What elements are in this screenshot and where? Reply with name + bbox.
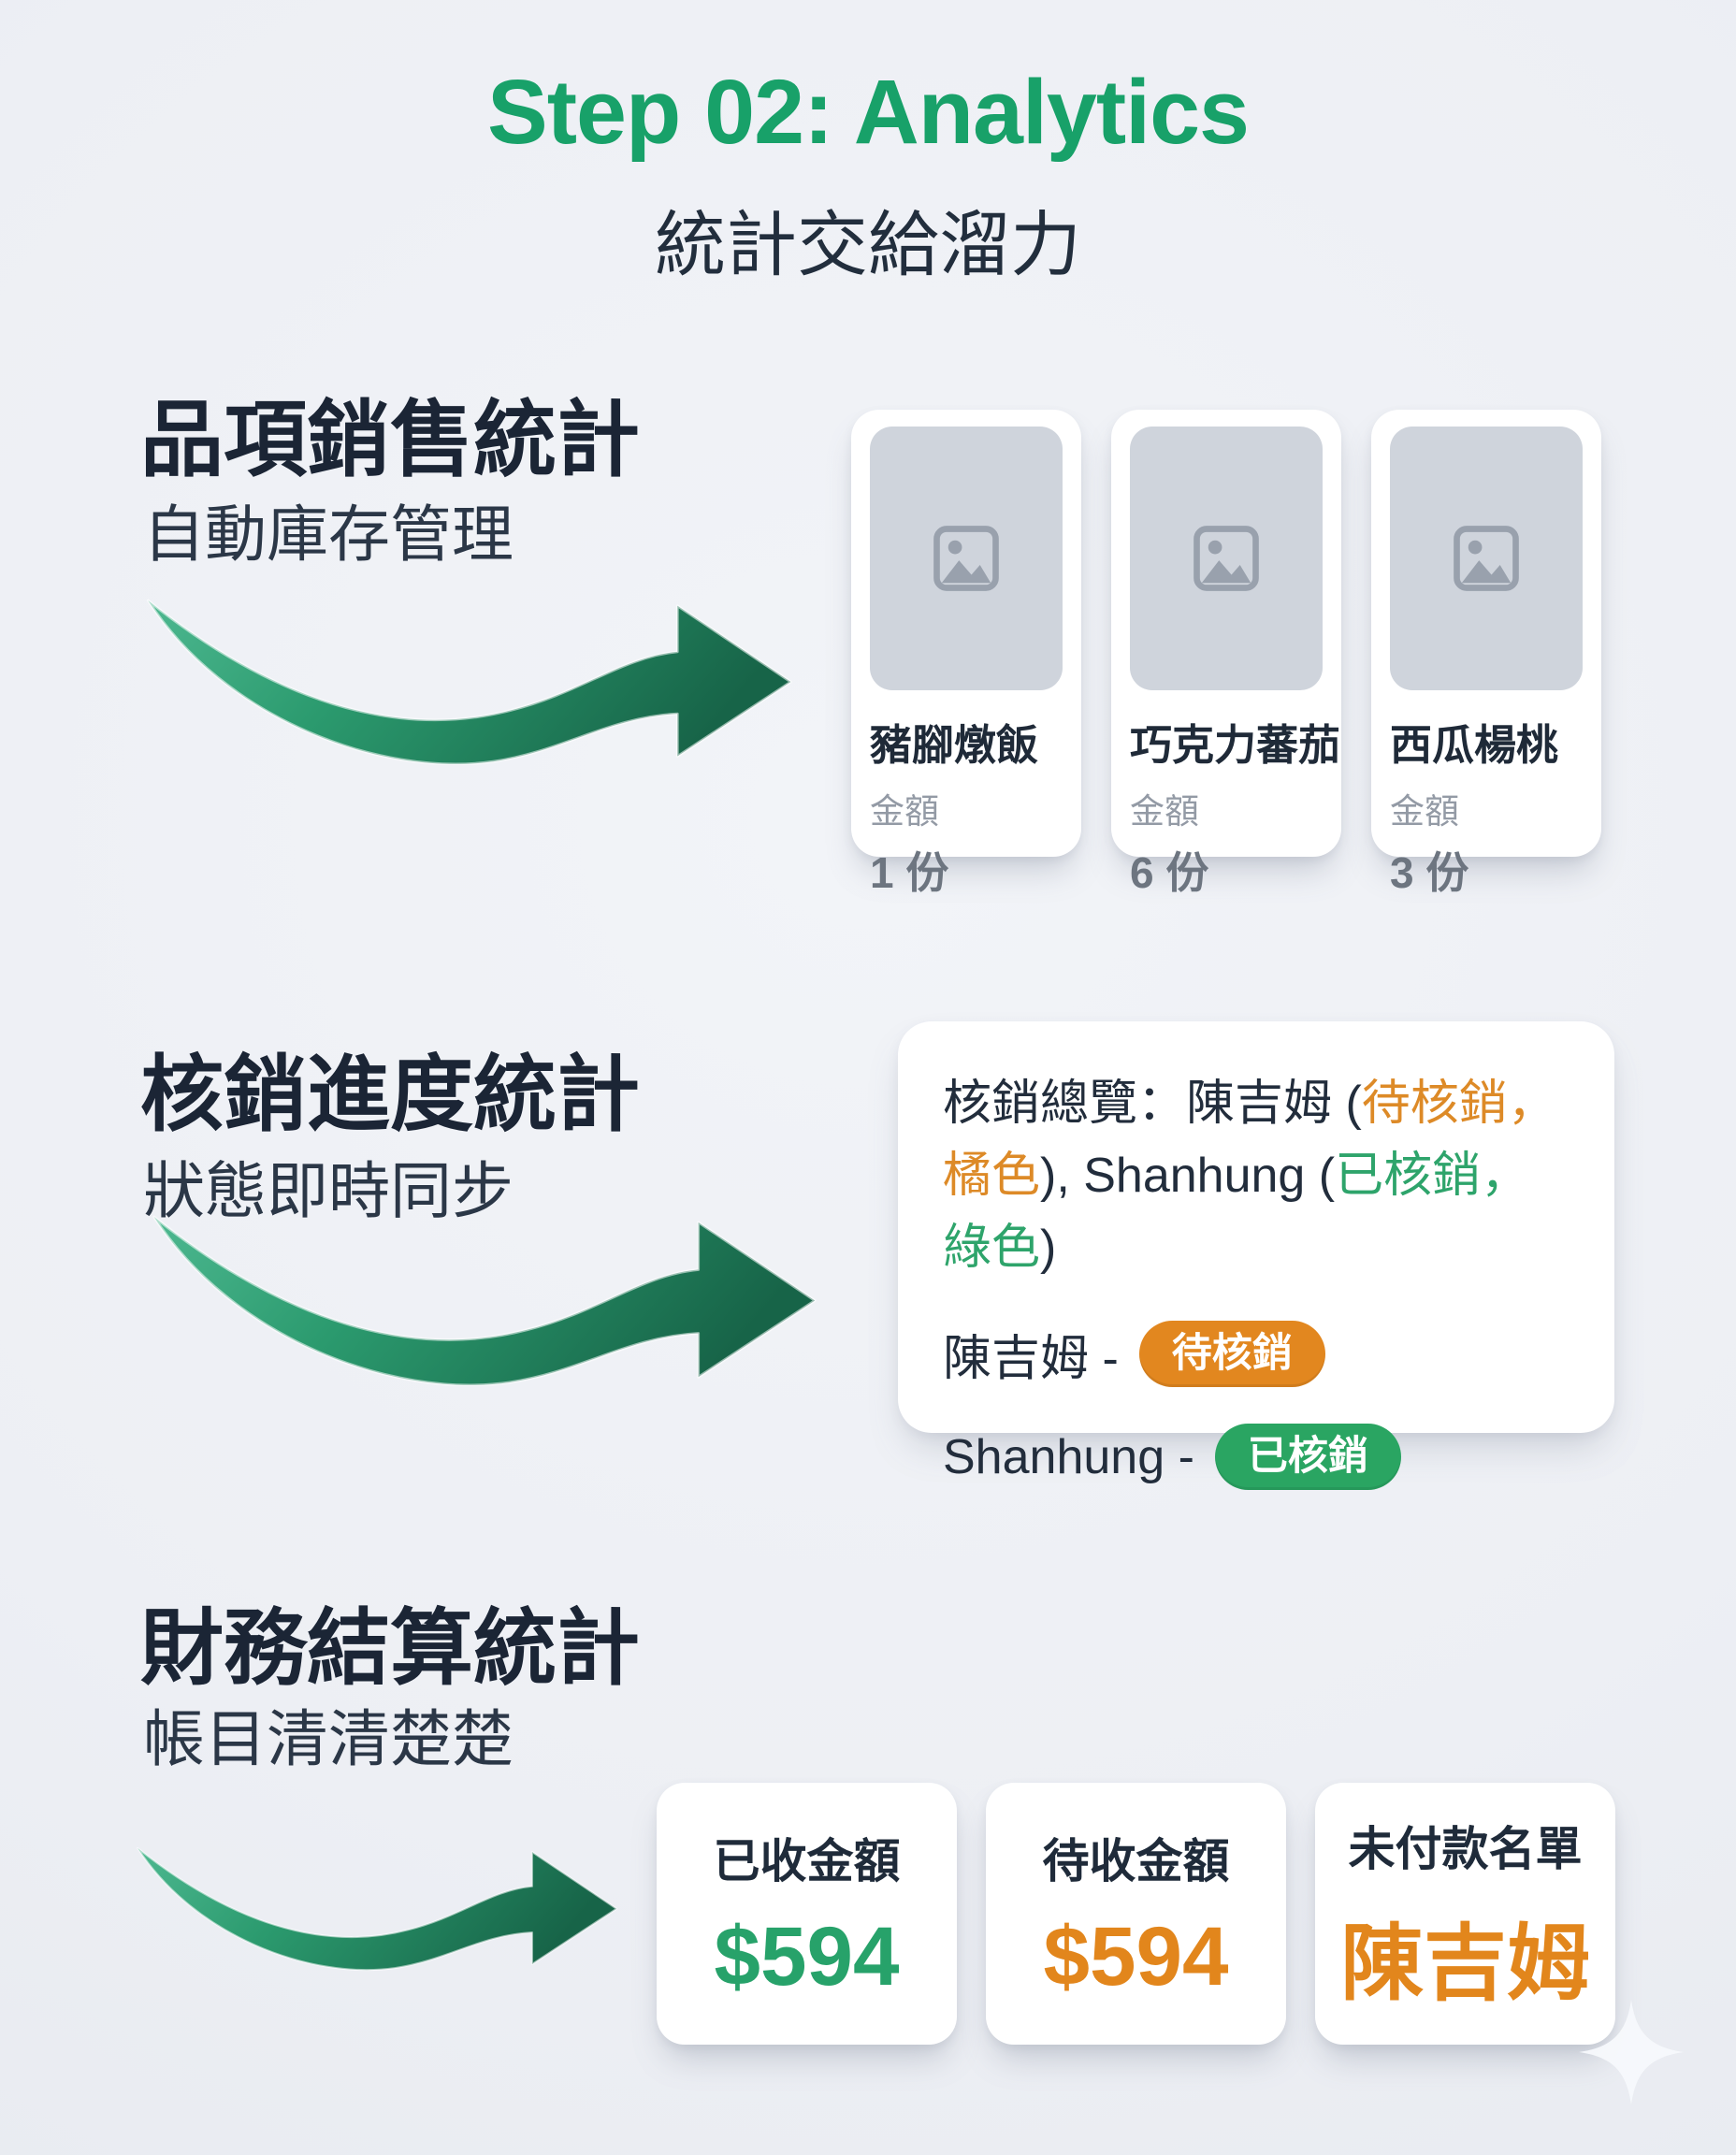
sales-section-subheading: 自動庫存管理 <box>143 499 514 569</box>
stat-card-received: 已收金額 $594 <box>657 1783 957 2045</box>
arrow-icon <box>136 1846 618 1972</box>
verification-overview-text: 核銷總覽：陳吉姆 (待核銷，橘色), Shanhung (已核銷，綠色) <box>943 1068 1570 1284</box>
product-card: 西瓜楊桃 金額 3 份 <box>1371 410 1601 897</box>
stat-label: 未付款名單 <box>1348 1822 1583 1875</box>
product-thumbnail <box>870 427 1063 690</box>
product-thumbnail <box>1390 427 1583 690</box>
verification-row: 陳吉姆 - 待核銷 <box>943 1319 1570 1389</box>
stat-value: 陳吉姆 <box>1340 1916 1590 2010</box>
product-card: 豬腳燉飯 金額 1 份 <box>851 410 1081 897</box>
image-placeholder-icon <box>927 519 1005 598</box>
product-card-row: 豬腳燉飯 金額 1 份 巧克力蕃茄 金額 6 份 西瓜楊桃 金額 3 份 <box>851 410 1601 897</box>
finance-section-subheading: 帳目清清楚楚 <box>143 1704 514 1773</box>
verification-panel: 核銷總覽：陳吉姆 (待核銷，橘色), Shanhung (已核銷，綠色) 陳吉姆… <box>898 1021 1614 1491</box>
product-quantity: 1 份 <box>870 848 949 897</box>
stat-card-unpaid-list: 未付款名單 陳吉姆 <box>1315 1783 1615 2045</box>
product-quantity: 6 份 <box>1130 848 1209 897</box>
stat-label: 已收金額 <box>713 1834 901 1887</box>
sparkle-icon <box>1579 2000 1684 2104</box>
product-name: 西瓜楊桃 <box>1390 721 1559 769</box>
member-name: Shanhung - <box>943 1429 1194 1484</box>
product-field-label: 金額 <box>1130 792 1199 831</box>
overview-segment-pending: 待核銷，橘色 <box>943 1077 1556 1203</box>
stat-value: $594 <box>1043 1908 1229 2003</box>
product-field-label: 金額 <box>1390 792 1459 831</box>
image-placeholder-icon <box>1187 519 1266 598</box>
verification-section-heading: 核銷進度統計 <box>140 1048 640 1141</box>
sales-section-heading: 品項銷售統計 <box>140 393 640 486</box>
page-title: Step 02: Analytics <box>487 61 1250 163</box>
arrow-icon <box>146 599 792 765</box>
overview-segment: ) <box>1040 1220 1057 1275</box>
product-field-label: 金額 <box>870 792 939 831</box>
verification-section-subheading: 狀態即時同步 <box>143 1156 514 1225</box>
stat-label: 待收金額 <box>1042 1834 1230 1887</box>
arrow-icon <box>152 1215 817 1386</box>
status-badge-pending: 待核銷 <box>1138 1320 1325 1388</box>
image-placeholder-icon <box>1447 519 1526 598</box>
stat-value: $594 <box>714 1908 900 2003</box>
finance-section-heading: 財務結算統計 <box>140 1601 640 1695</box>
member-name: 陳吉姆 - <box>943 1331 1119 1386</box>
verification-row: Shanhung - 已核銷 <box>943 1423 1570 1491</box>
product-name: 豬腳燉飯 <box>870 721 1039 769</box>
status-badge-verified: 已核銷 <box>1214 1423 1401 1491</box>
finance-stats-row: 已收金額 $594 待收金額 $594 未付款名單 陳吉姆 <box>657 1783 1615 2045</box>
overview-segment-verified: 已核銷，綠色 <box>943 1148 1530 1275</box>
product-card: 巧克力蕃茄 金額 6 份 <box>1111 410 1341 897</box>
stat-card-pending: 待收金額 $594 <box>986 1783 1286 2045</box>
product-name: 巧克力蕃茄 <box>1130 721 1341 769</box>
overview-segment: ), Shanhung ( <box>1040 1148 1336 1203</box>
page-subtitle: 統計交給溜力 <box>655 206 1081 285</box>
overview-segment: 核銷總覽：陳吉姆 ( <box>943 1077 1362 1131</box>
product-quantity: 3 份 <box>1390 848 1469 897</box>
product-thumbnail <box>1130 427 1323 690</box>
